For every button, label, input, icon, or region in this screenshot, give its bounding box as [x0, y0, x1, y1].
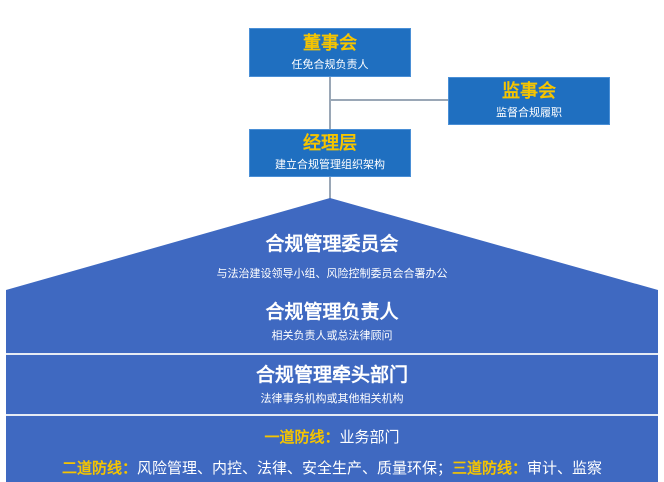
supervisors-subtitle: 监督合规履职 — [496, 106, 562, 119]
second-defense-label: 二道防线： — [61, 459, 137, 477]
committee-block: 合规管理委员会 与法治建设领导小组、风险控制委员会合署办公 — [0, 232, 664, 282]
managers-title: 经理层 — [303, 133, 357, 154]
board-subtitle: 任免合规负责人 — [291, 57, 369, 71]
officer-band: 合规管理负责人 相关负责人或总法律顾问 — [6, 290, 658, 354]
third-defense-label: 三道防线： — [452, 459, 528, 477]
lead-dept-band: 合规管理牵头部门 法律事务机构或其他相关机构 — [6, 355, 658, 415]
committee-subtitle: 与法治建设领导小组、风险控制委员会合署办公 — [216, 267, 448, 280]
connector-managers-committee — [329, 177, 331, 201]
band-divider — [6, 353, 658, 355]
connector-to-supervisors — [330, 99, 448, 101]
board-box: 董事会 任免合规负责人 — [249, 28, 411, 77]
committee-triangle — [6, 198, 658, 290]
officer-subtitle: 相关负责人或总法律顾问 — [271, 329, 393, 342]
second-defense-value: 风险管理、内控、法律、安全生产、质量环保； — [136, 459, 452, 477]
committee-title: 合规管理委员会 — [265, 233, 399, 255]
third-defense-value: 审计、监察 — [527, 459, 603, 477]
lead-dept-title: 合规管理牵头部门 — [255, 364, 408, 386]
supervisors-title: 监事会 — [502, 81, 556, 102]
defense-band — [6, 416, 658, 482]
officer-title: 合规管理负责人 — [265, 301, 399, 323]
board-title: 董事会 — [303, 32, 357, 54]
lead-dept-subtitle: 法律事务机构或其他相关机构 — [260, 392, 404, 405]
first-defense-label: 一道防线： — [264, 428, 340, 446]
band-divider — [6, 414, 658, 416]
managers-subtitle: 建立合规管理组织架构 — [275, 158, 385, 171]
connector-board-managers — [329, 77, 331, 129]
first-defense-line: 一道防线：业务部门 — [0, 427, 664, 447]
managers-box: 经理层 建立合规管理组织架构 — [249, 129, 411, 177]
first-defense-value: 业务部门 — [339, 428, 400, 446]
second-third-defense-line: 二道防线：风险管理、内控、法律、安全生产、质量环保；三道防线：审计、监察 — [0, 458, 664, 478]
supervisors-box: 监事会 监督合规履职 — [448, 77, 610, 125]
